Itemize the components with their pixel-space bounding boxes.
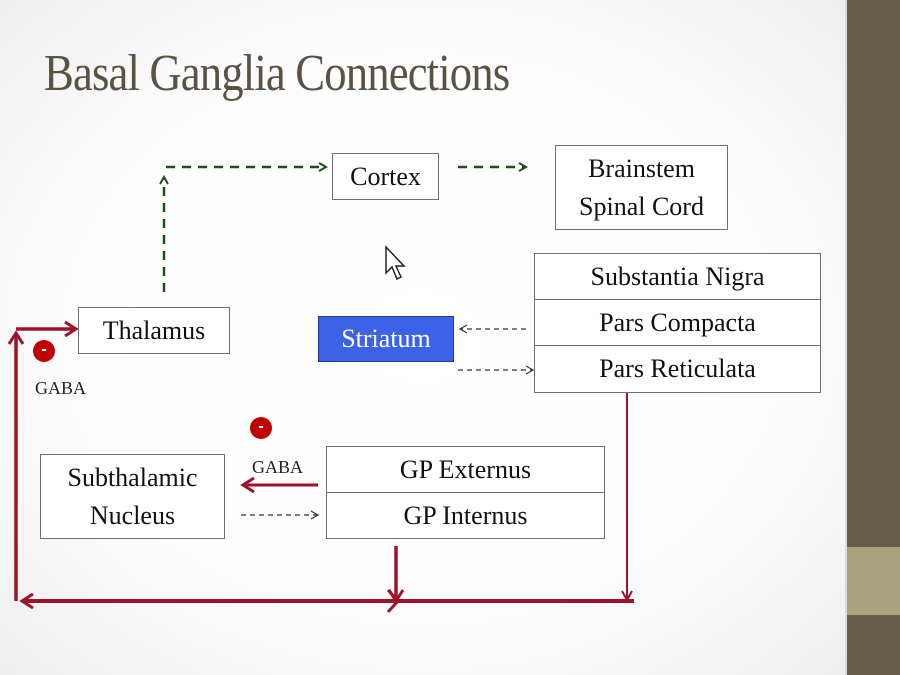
substantia-nigra-box: Substantia Nigra Pars Compacta Pars Reti… xyxy=(534,253,821,393)
substantia-nigra-label: Substantia Nigra xyxy=(535,254,820,300)
pars-compacta-label: Pars Compacta xyxy=(535,300,820,346)
spinal-cord-label: Spinal Cord xyxy=(579,191,704,221)
striatum-box: Striatum xyxy=(318,316,454,362)
subthalamic-label: Subthalamic xyxy=(67,462,198,492)
globus-pallidus-box: GP Externus GP Internus xyxy=(326,446,605,539)
gaba-label-thalamus: GABA xyxy=(35,378,87,398)
cortex-label: Cortex xyxy=(350,161,421,191)
bottom-mid-arrowhead xyxy=(386,588,401,614)
mouse-cursor-icon xyxy=(385,245,406,281)
inhibitory-marker-subthalamic: - xyxy=(250,417,272,439)
nucleus-label: Nucleus xyxy=(89,500,176,530)
slide-sidebar-decoration xyxy=(845,0,900,675)
cortex-box: Cortex xyxy=(332,153,439,200)
subthalamic-nucleus-box: Subthalamic Nucleus xyxy=(40,454,225,539)
brainstem-box: Brainstem Spinal Cord xyxy=(555,145,728,230)
slide-title: Basal Ganglia Connections xyxy=(44,45,510,102)
slide: Basal Ganglia Connections xyxy=(0,0,845,675)
gp-internus-label: GP Internus xyxy=(403,501,528,530)
thalamus-box: Thalamus xyxy=(78,307,230,354)
gp-externus-label: GP Externus xyxy=(327,447,604,493)
thalamus-label: Thalamus xyxy=(102,315,206,345)
pars-reticulata-label: Pars Reticulata xyxy=(599,354,756,383)
gaba-label-subthalamic: GABA xyxy=(252,457,304,477)
connection-arrows xyxy=(0,0,634,614)
brainstem-label: Brainstem xyxy=(588,153,695,183)
sidebar-accent-block xyxy=(847,547,900,615)
inhibitory-marker-thalamus: - xyxy=(33,340,55,362)
striatum-label: Striatum xyxy=(341,324,431,353)
